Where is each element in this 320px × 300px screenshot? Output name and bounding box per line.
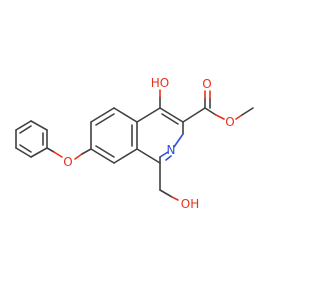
bond xyxy=(171,196,179,201)
bond xyxy=(53,151,63,158)
bond xyxy=(159,151,169,158)
bond-inner xyxy=(95,113,115,126)
bond xyxy=(136,148,161,164)
pyridine-ring xyxy=(136,107,184,164)
bond xyxy=(30,120,48,131)
bond xyxy=(113,148,138,164)
bond-inner xyxy=(19,125,32,134)
bond-inner xyxy=(161,113,179,125)
bond xyxy=(159,189,173,198)
bond xyxy=(81,148,92,155)
phenyl-ring xyxy=(15,120,48,158)
ether-oxygen-label: O xyxy=(63,155,72,169)
bond xyxy=(204,107,217,116)
bond xyxy=(241,107,254,116)
bond xyxy=(173,133,184,148)
bond xyxy=(159,107,184,123)
carbonyl-oxygen-label: O xyxy=(202,77,211,91)
ring-nitrogen-label: N xyxy=(167,143,176,157)
bond xyxy=(46,147,55,153)
bond xyxy=(182,107,206,123)
bond xyxy=(136,107,161,123)
bond xyxy=(15,120,32,131)
bond-inner xyxy=(165,155,172,161)
molecule-drawing: HO O O N O OH xyxy=(15,76,254,211)
benzo-ring xyxy=(90,107,138,164)
hydroxyl-label: HO xyxy=(151,76,169,90)
bond xyxy=(113,107,138,123)
bond xyxy=(15,147,32,158)
bond xyxy=(90,107,115,123)
bond-inner xyxy=(19,144,32,153)
bond xyxy=(215,114,225,120)
bond xyxy=(74,153,83,160)
bond xyxy=(90,148,115,164)
bond xyxy=(30,147,48,158)
bond-inner xyxy=(95,145,115,158)
bond xyxy=(235,114,243,120)
methoxy-oxygen-label: O xyxy=(225,115,234,129)
hydroxymethyl-oh-label: OH xyxy=(181,197,199,211)
structure-canvas: HO O O N O OH xyxy=(15,76,254,211)
